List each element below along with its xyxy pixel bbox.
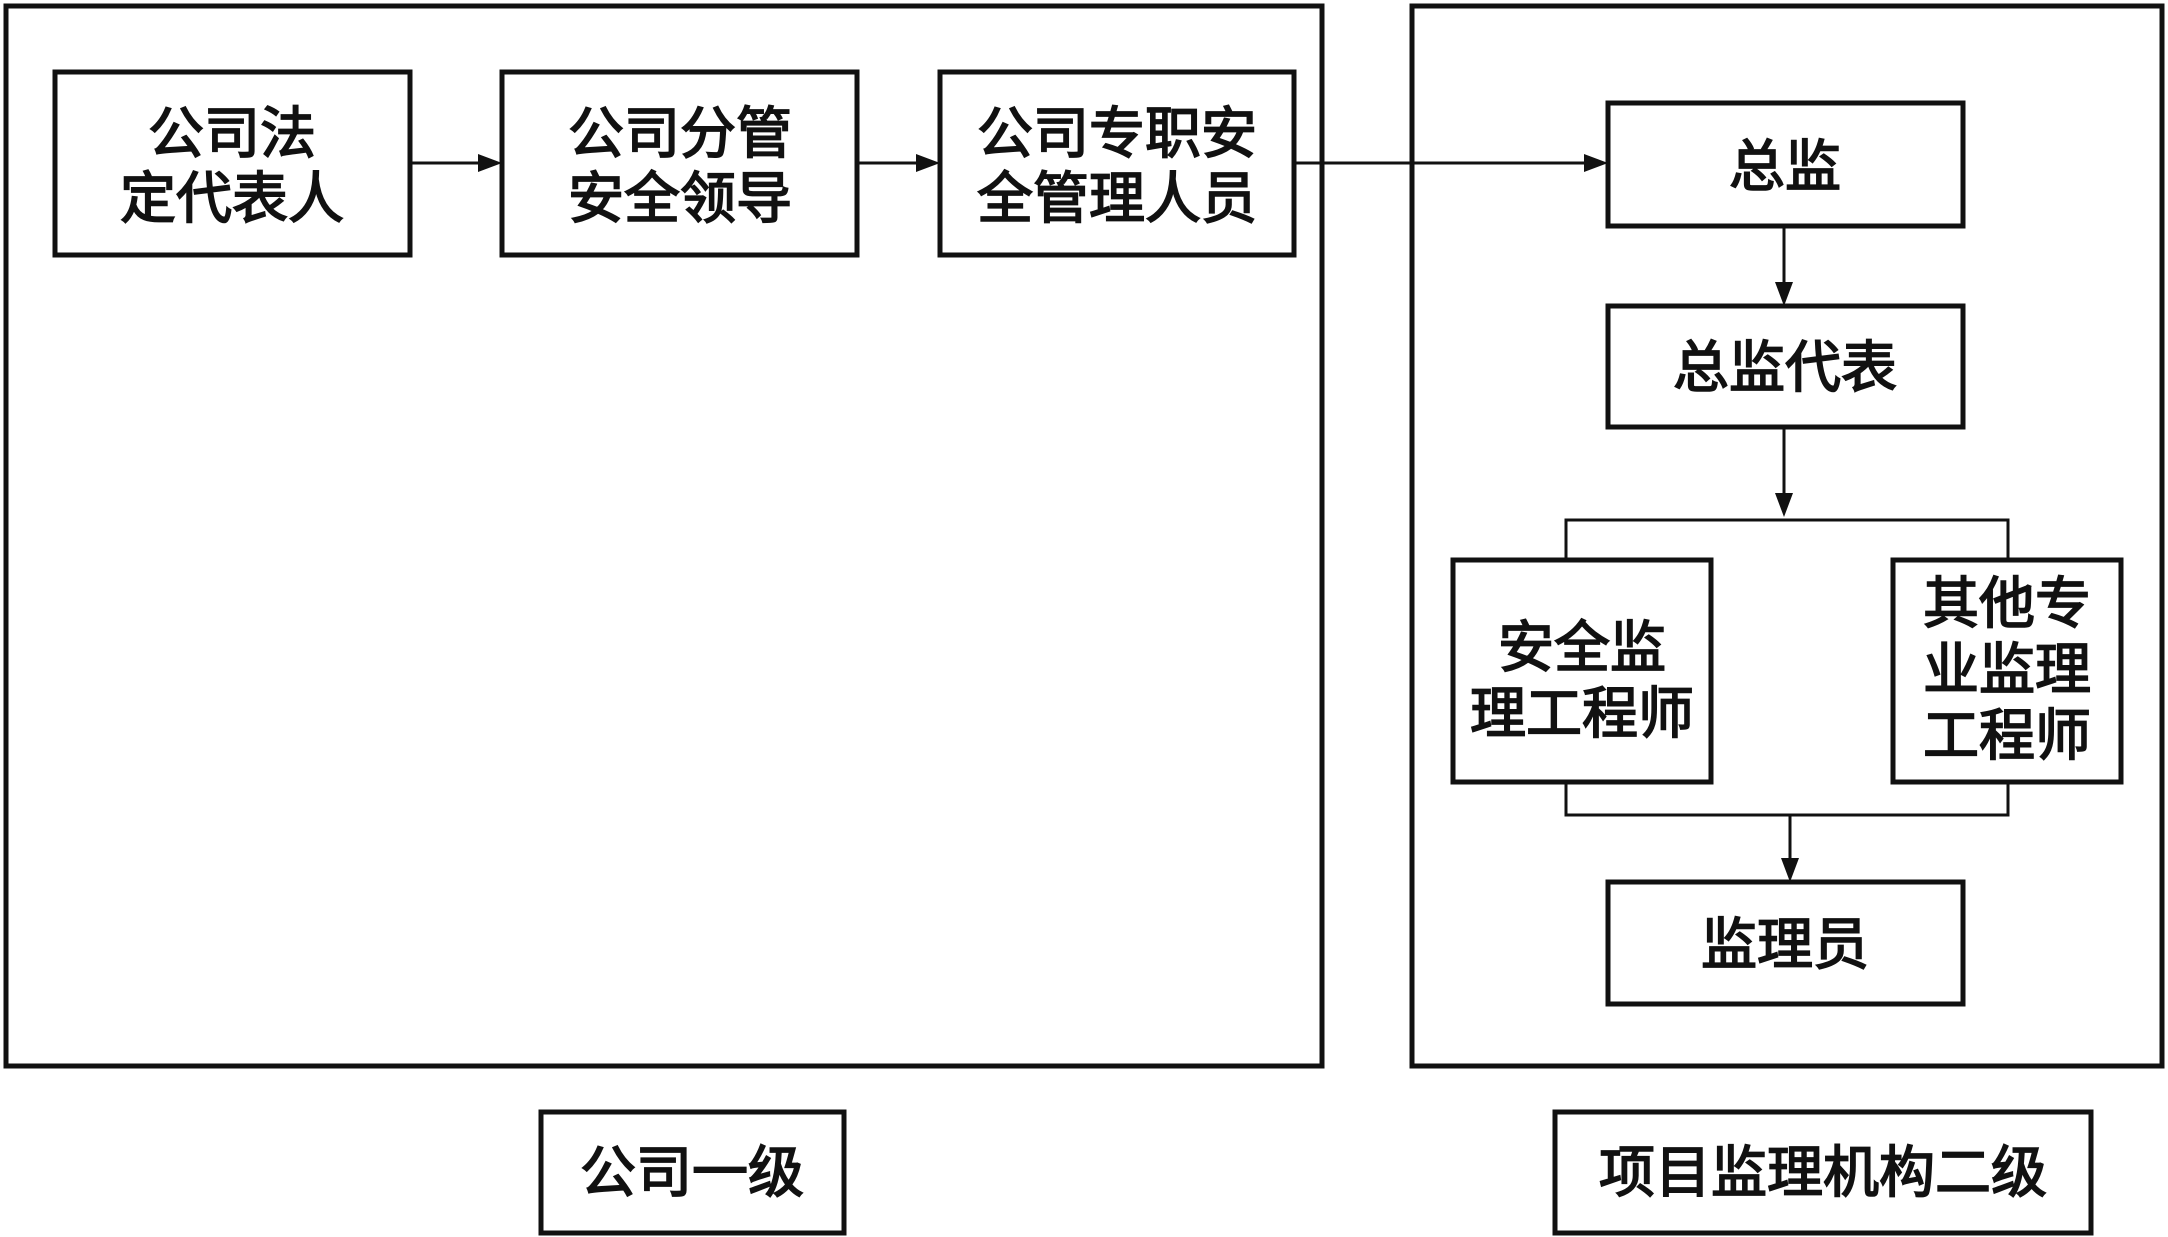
node-box bbox=[937, 69, 1297, 258]
company-level-label: 公司一级 bbox=[538, 1109, 847, 1236]
node-line: 安全领导 bbox=[568, 167, 792, 232]
arrowhead bbox=[1584, 154, 1608, 172]
project-level-frame bbox=[1409, 3, 2165, 1069]
node-box bbox=[52, 69, 413, 258]
node-box bbox=[1605, 879, 1966, 1007]
region-label-text: 公司一级 bbox=[580, 1141, 804, 1206]
company-node-legal-representative: 公司法 定代表人 bbox=[52, 69, 413, 258]
label-box bbox=[538, 1109, 847, 1236]
arrowhead bbox=[478, 154, 502, 172]
project-node-safety-supervision-engineer: 安全监 理工程师 bbox=[1450, 557, 1714, 785]
node-box bbox=[1605, 303, 1966, 430]
edges bbox=[410, 154, 2010, 882]
node-line: 工程师 bbox=[1923, 704, 2091, 769]
node-box bbox=[499, 69, 860, 258]
arrowhead bbox=[1775, 282, 1793, 306]
region-label-text: 项目监理机构二级 bbox=[1599, 1141, 2047, 1206]
node-line: 定代表人 bbox=[120, 167, 344, 232]
node-line: 业监理 bbox=[1923, 638, 2091, 703]
node-line: 公司专职安 bbox=[977, 102, 1257, 167]
node-line: 总监 bbox=[1729, 135, 1841, 200]
node-box bbox=[1890, 557, 2124, 785]
project-node-other-specialty-engineer: 其他专 业监理 工程师 bbox=[1890, 557, 2124, 785]
company-level-frame bbox=[3, 3, 1325, 1069]
node-line: 监理员 bbox=[1701, 913, 1869, 978]
arrowhead bbox=[1775, 493, 1793, 517]
node-line: 安全监 bbox=[1498, 616, 1666, 681]
node-line: 总监代表 bbox=[1673, 336, 1897, 401]
label-box bbox=[1552, 1109, 2094, 1236]
arrowhead bbox=[1781, 858, 1799, 882]
node-box bbox=[1450, 557, 1714, 785]
project-node-chief-supervisor: 总监 bbox=[1605, 100, 1966, 229]
arrowhead bbox=[916, 154, 940, 172]
node-line: 全管理人员 bbox=[976, 167, 1257, 232]
node-box bbox=[1605, 100, 1966, 229]
split-bracket bbox=[1564, 518, 2010, 560]
company-node-safety-leader: 公司分管 安全领导 bbox=[499, 69, 860, 258]
node-line: 理工程师 bbox=[1470, 682, 1694, 747]
node-line: 公司法 bbox=[148, 102, 316, 167]
project-node-supervisor: 监理员 bbox=[1605, 879, 1966, 1007]
project-level-label: 项目监理机构二级 bbox=[1552, 1109, 2094, 1236]
company-node-safety-staff: 公司专职安 全管理人员 bbox=[937, 69, 1297, 258]
node-line: 公司分管 bbox=[568, 102, 792, 167]
merge-bracket bbox=[1564, 782, 2010, 817]
node-line: 其他专 bbox=[1923, 572, 2091, 637]
project-node-chief-supervisor-rep: 总监代表 bbox=[1605, 303, 1966, 430]
